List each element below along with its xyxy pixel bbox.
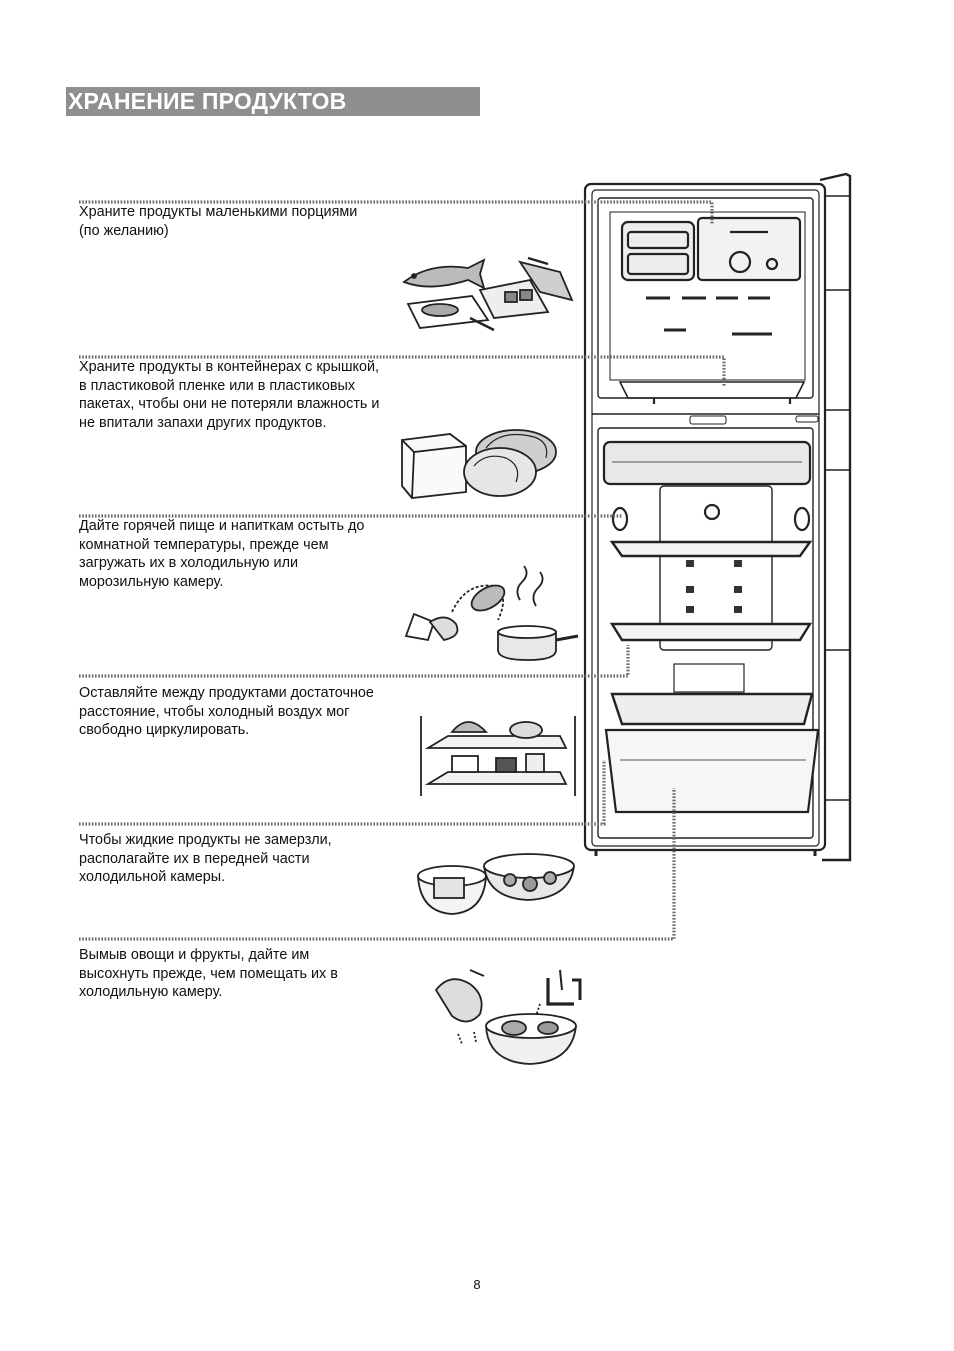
hot-food-illustration — [404, 565, 579, 661]
air-circulation-illustration — [420, 716, 576, 796]
page-number: 8 — [473, 1277, 481, 1292]
leader-line-4 — [79, 645, 630, 678]
leader-line-6 — [79, 788, 676, 941]
tip-liquids-front: Чтобы жидкие продукты не замерзли, распо… — [79, 832, 332, 886]
leader-line-1 — [79, 200, 714, 225]
tip-covered-containers: Храните продукты в контейнерах с крышкой… — [79, 359, 380, 431]
tip-air-circulation: Оставляйте между продуктами достаточное … — [79, 685, 374, 739]
tip-small-portions: Храните продукты маленькими порциями (по… — [79, 204, 358, 239]
refrigerator-illustration — [583, 172, 852, 862]
leader-line-2 — [79, 355, 726, 386]
tip-dry-vegetables: Вымыв овощи и фрукты, дайте им высохнуть… — [79, 947, 338, 1001]
section-header: ХРАНЕНИЕ ПРОДУКТОВ — [66, 87, 480, 116]
liquid-foods-illustration — [417, 853, 575, 915]
small-portions-illustration — [402, 256, 574, 332]
covered-containers-illustration — [401, 429, 557, 499]
section-title: ХРАНЕНИЕ ПРОДУКТОВ — [68, 88, 347, 114]
tip-cool-hot-food: Дайте горячей пище и напиткам остыть до … — [79, 518, 365, 590]
washing-vegetables-illustration — [434, 969, 582, 1065]
leader-lines — [79, 200, 726, 941]
leader-line-5 — [79, 760, 606, 826]
